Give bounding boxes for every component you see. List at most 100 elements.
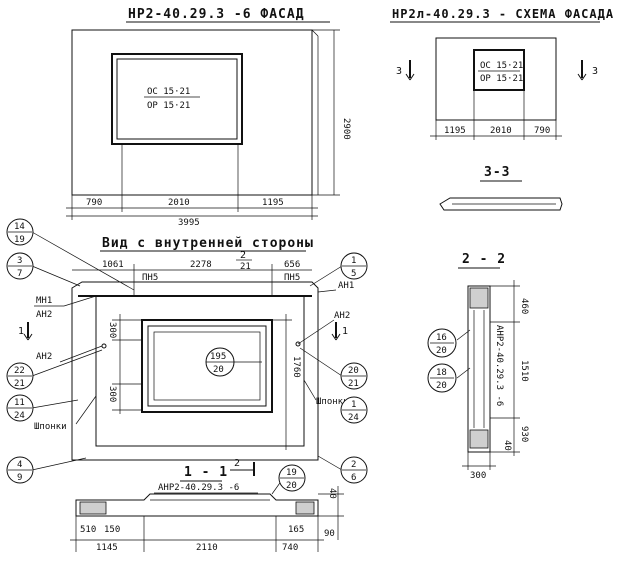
facade-window-outer xyxy=(111,53,243,145)
inner-label-pn5-right: ПН5 xyxy=(284,273,300,283)
section-22-dim-2: 1510 xyxy=(519,360,529,382)
callout-1-24-top: 1 xyxy=(351,400,356,410)
scheme-window-label-2: ОР 15·21 xyxy=(480,74,523,84)
section-11-dim-150: 150 xyxy=(104,525,120,535)
section-11-profile xyxy=(75,493,319,517)
section-1-1: 1 - 1 2 АНР2-40.29.3 -6 19 20 40 90 165 … xyxy=(70,458,344,553)
inner-panel xyxy=(71,281,319,461)
section-22-dim-1: 460 xyxy=(519,298,529,314)
callout-20-bottom: 21 xyxy=(348,379,359,389)
facade-dim-total: 3995 xyxy=(178,218,200,228)
inner-cut-top-sub: 21 xyxy=(240,262,251,272)
section-11-mark: АНР2-40.29.3 -6 xyxy=(158,483,239,493)
section-33-profile xyxy=(439,197,563,211)
callout-11-bottom: 24 xyxy=(14,411,25,421)
callout-4-top: 4 xyxy=(17,460,22,470)
section-11-title: 1 - 1 xyxy=(184,465,228,480)
inner-window-outer xyxy=(141,319,273,413)
callout-22-bottom: 21 xyxy=(14,379,25,389)
section-2-2: 2 - 2 460 1510 930 АНР2-40.29.3 -6 40 30… xyxy=(427,252,529,481)
inner-cut-left: 1 xyxy=(18,326,24,337)
inner-dim-1: 1061 xyxy=(102,260,124,270)
inner-cut-top: 2 xyxy=(240,250,246,261)
scheme-window xyxy=(473,49,525,91)
callout-11-top: 11 xyxy=(14,398,25,408)
section-11-dim-740: 740 xyxy=(282,543,298,553)
section-22-profile xyxy=(467,285,491,453)
facade-view: НР2-40.29.3 -6 ФАСАД ОС 15·21 ОР 15·21 2… xyxy=(66,7,351,228)
inner-cut-right: 1 xyxy=(342,326,348,337)
section-22-mark: АНР2-40.29.3 -6 xyxy=(494,325,504,406)
section-33-title: 3-3 xyxy=(484,165,510,180)
facade-height-dim: 2900 xyxy=(341,118,351,140)
callout-14-bottom: 19 xyxy=(14,235,25,245)
inner-label-pn5-left: ПН5 xyxy=(142,273,158,283)
facade-panel xyxy=(71,29,313,196)
callout-195-bottom: 20 xyxy=(213,365,224,375)
scheme-dim-2: 2010 xyxy=(490,126,512,136)
inner-dim-2: 2278 xyxy=(190,260,212,270)
section-22-title: 2 - 2 xyxy=(462,252,506,267)
scheme-view: НР2л-40.29.3 - СХЕМА ФАСАДА ОС 15·21 ОР … xyxy=(390,7,614,140)
section-11-dim-90: 90 xyxy=(324,529,335,539)
facade-dim-3: 1195 xyxy=(262,198,284,208)
callout-2-bottom: 6 xyxy=(351,473,356,483)
inner-dim-left-1: 300 xyxy=(107,322,117,338)
callout-4-bottom: 9 xyxy=(17,473,22,483)
facade-title: НР2-40.29.3 -6 ФАСАД xyxy=(128,7,305,22)
inner-label-mn1: МН1 xyxy=(36,296,52,306)
callout-3-top: 3 xyxy=(17,256,22,266)
callout-14-top: 14 xyxy=(14,222,25,232)
section-11-dim-165: 165 xyxy=(288,525,304,535)
inner-dim-3: 656 xyxy=(284,260,300,270)
section-3-3: 3-3 xyxy=(439,165,563,211)
scheme-title: НР2л-40.29.3 - СХЕМА ФАСАДА xyxy=(392,7,614,21)
callout-2-top: 2 xyxy=(351,460,356,470)
section-22-dim-bottom: 300 xyxy=(470,471,486,481)
inner-view: Вид с внутренней стороны 1061 2278 656 2… xyxy=(6,218,368,484)
section-11-callout-bottom: 20 xyxy=(286,481,297,491)
inner-label-shponki-left: Шпонки xyxy=(34,422,67,432)
facade-dim-1: 790 xyxy=(86,198,102,208)
scheme-panel xyxy=(435,37,557,121)
section-22-callout-1-bottom: 20 xyxy=(436,346,447,356)
callout-1-top: 1 xyxy=(351,256,356,266)
section-22-dim-small: 40 xyxy=(502,440,512,451)
scheme-dim-3: 790 xyxy=(534,126,550,136)
inner-label-shponki-right: Шпонки xyxy=(316,397,349,407)
scheme-cut-right: 3 xyxy=(592,66,598,77)
callout-195-top: 195 xyxy=(210,352,226,362)
section-11-dim-2110: 2110 xyxy=(196,543,218,553)
inner-label-an2-left: АН2 xyxy=(36,310,52,320)
inner-dim-left-2: 300 xyxy=(107,386,117,402)
section-11-callout-top: 19 xyxy=(286,468,297,478)
section-22-dim-3: 930 xyxy=(519,426,529,442)
facade-dim-2: 2010 xyxy=(168,198,190,208)
inner-dim-right: 1760 xyxy=(291,356,301,378)
facade-window-label-1: ОС 15·21 xyxy=(147,87,190,97)
section-11-cut-mark: 2 xyxy=(234,458,240,469)
inner-label-an2-mid: АН2 xyxy=(36,352,52,362)
facade-window-inner xyxy=(116,58,238,140)
section-22-callout-2-bottom: 20 xyxy=(436,381,447,391)
inner-label-an2-right: АН2 xyxy=(334,311,350,321)
callout-1-bottom: 5 xyxy=(351,269,356,279)
section-22-callout-2-top: 18 xyxy=(436,368,447,378)
scheme-dim-1: 1195 xyxy=(444,126,466,136)
scheme-cut-left: 3 xyxy=(396,66,402,77)
inner-window-inner xyxy=(147,325,267,407)
inner-view-title: Вид с внутренней стороны xyxy=(102,236,314,251)
section-22-callout-1-top: 16 xyxy=(436,333,447,343)
callout-3-bottom: 7 xyxy=(17,269,22,279)
scheme-window-label-1: ОС 15·21 xyxy=(480,61,523,71)
facade-window-label-2: ОР 15·21 xyxy=(147,101,190,111)
section-11-dim-40: 40 xyxy=(327,488,337,499)
callout-1-24-bottom: 24 xyxy=(348,413,359,423)
callout-22-top: 22 xyxy=(14,366,25,376)
callout-20-top: 20 xyxy=(348,366,359,376)
section-11-dim-1145: 1145 xyxy=(96,543,118,553)
inner-label-an1: АН1 xyxy=(338,281,354,291)
section-11-dim-510: 510 xyxy=(80,525,96,535)
